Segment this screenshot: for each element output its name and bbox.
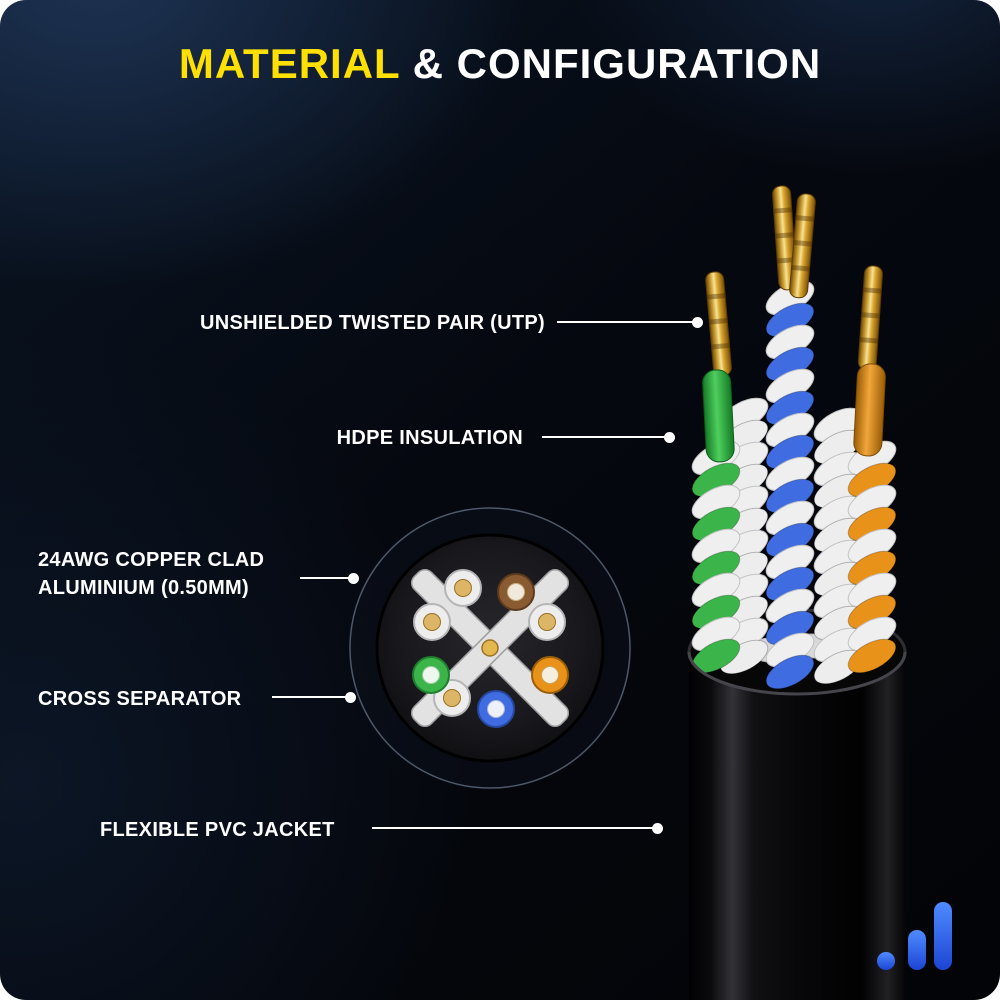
wire-orange [531,656,569,694]
wire-green [412,656,450,694]
copper-tip-blue-pair-2 [788,192,817,299]
jacket-rim-highlight [687,651,907,696]
callout-label-awg-line1: 24AWG COPPER CLAD [38,549,265,571]
callout-line-awg [300,572,359,584]
callout-line-hdpe [542,431,675,443]
wire-brown [497,573,535,611]
twisted-pair-orange [842,433,902,681]
copper-tip-orange-pair [857,264,884,371]
callout-label-hdpe: HDPE INSULATION [336,427,523,449]
callout-line-pvc-jacket [372,822,663,834]
brand-logo-icon [877,902,952,970]
callout-line-cross-separator [272,691,356,703]
callout-line-utp [557,316,703,328]
page-title: MATERIAL & CONFIGURATION [0,40,1000,88]
cable [686,184,907,1000]
callout-label-pvc-jacket: FLEXIBLE PVC JACKET [100,819,335,841]
callout-label-cross-separator: CROSS SEPARATOR [38,688,242,710]
callout-label-awg: 24AWG COPPER CLAD ALUMINIUM (0.50MM) [38,546,264,602]
twisted-pair-green [686,433,746,681]
title-rest: & CONFIGURATION [399,40,822,87]
hdpe-sleeve-green [702,369,735,463]
callout-label-utp: UNSHIELDED TWISTED PAIR (UTP) [200,312,545,334]
wire-blue [477,690,515,728]
cross-section-diagram [349,507,631,789]
wire-white-top [444,569,482,607]
pvc-jacket [689,652,905,1000]
copper-tip-green-pair [704,270,733,377]
wire-white-left [413,603,451,641]
wire-white-right [528,603,566,641]
hdpe-sleeve-orange [853,363,886,457]
callout-label-awg-line2: ALUMINIUM (0.50MM) [38,577,249,599]
title-highlight: MATERIAL [178,40,400,87]
center-conductor [481,639,499,657]
